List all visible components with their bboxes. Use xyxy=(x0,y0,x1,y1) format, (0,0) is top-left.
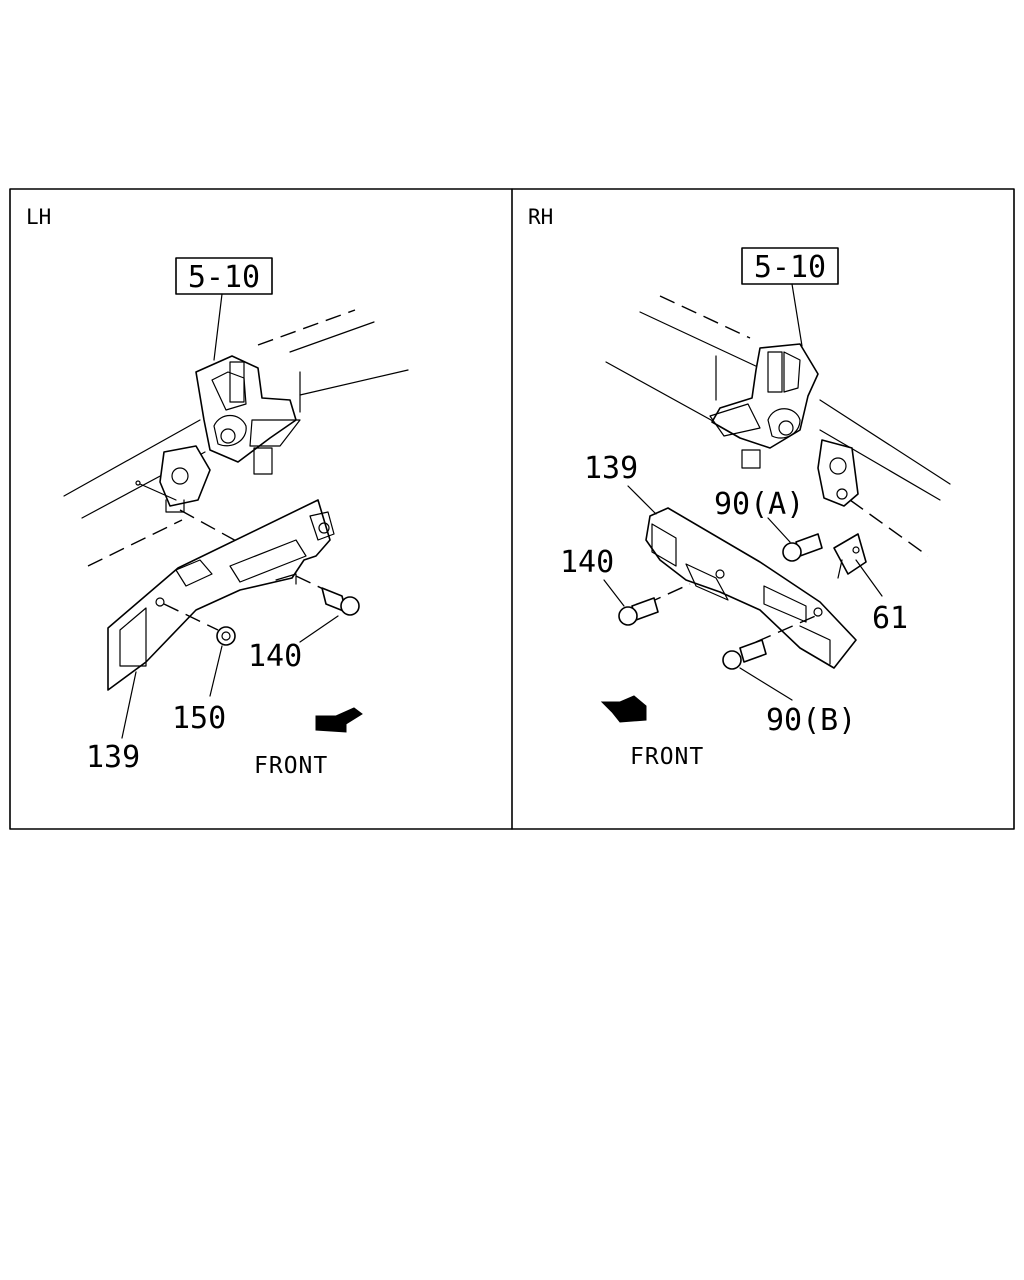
lh-ref-leader xyxy=(213,293,223,361)
rh-front-arrow-icon xyxy=(600,695,647,723)
lh-nut-150 xyxy=(163,603,236,646)
lh-front-arrow-icon xyxy=(315,707,363,733)
rh-bolt-140 xyxy=(618,583,691,626)
rh-front-label: FRONT xyxy=(630,744,704,770)
lh-ref-box xyxy=(175,257,273,295)
lh-callout-139: 139 xyxy=(86,740,140,775)
rh-engine-mount xyxy=(709,343,859,507)
rh-panel: RH 5-10 xyxy=(528,205,951,770)
rh-ref-box xyxy=(741,247,839,285)
rh-side-label: RH xyxy=(528,205,553,229)
rh-callout-90b: 90(B) xyxy=(766,703,856,738)
rh-splash-shield xyxy=(645,507,857,669)
lh-leader-139 xyxy=(121,671,137,739)
lh-callout-150: 150 xyxy=(172,701,226,736)
rh-callout-90a: 90(A) xyxy=(714,487,804,522)
lh-leader-150 xyxy=(209,645,223,697)
rh-leader-90b xyxy=(739,667,793,701)
rh-bolt-90b xyxy=(722,613,821,670)
rh-leader-140 xyxy=(603,579,625,607)
rh-leader-139 xyxy=(627,485,657,515)
rh-frame-rail xyxy=(605,295,951,557)
rh-ref-box-label: 5-10 xyxy=(754,250,826,285)
lh-engine-mount xyxy=(135,355,301,513)
rh-leader-61 xyxy=(855,559,883,597)
lh-front-label: FRONT xyxy=(254,753,328,779)
lh-splash-shield xyxy=(107,499,335,691)
rh-ref-leader xyxy=(791,283,803,347)
lh-leader-140 xyxy=(299,615,339,643)
lh-side-label: LH xyxy=(26,205,51,229)
lh-callout-140: 140 xyxy=(248,639,302,674)
rh-bolt-90a xyxy=(782,533,823,562)
rh-callout-139: 139 xyxy=(584,451,638,486)
rh-bracket-61 xyxy=(833,533,867,579)
rh-callout-140: 140 xyxy=(560,545,614,580)
rh-leader-90a xyxy=(767,517,791,543)
lh-panel: LH 5-10 xyxy=(26,205,409,779)
rh-callout-61: 61 xyxy=(872,601,908,636)
lh-bolt-140 xyxy=(295,575,360,616)
lh-align-line xyxy=(179,509,239,543)
lh-ref-box-label: 5-10 xyxy=(188,260,260,295)
